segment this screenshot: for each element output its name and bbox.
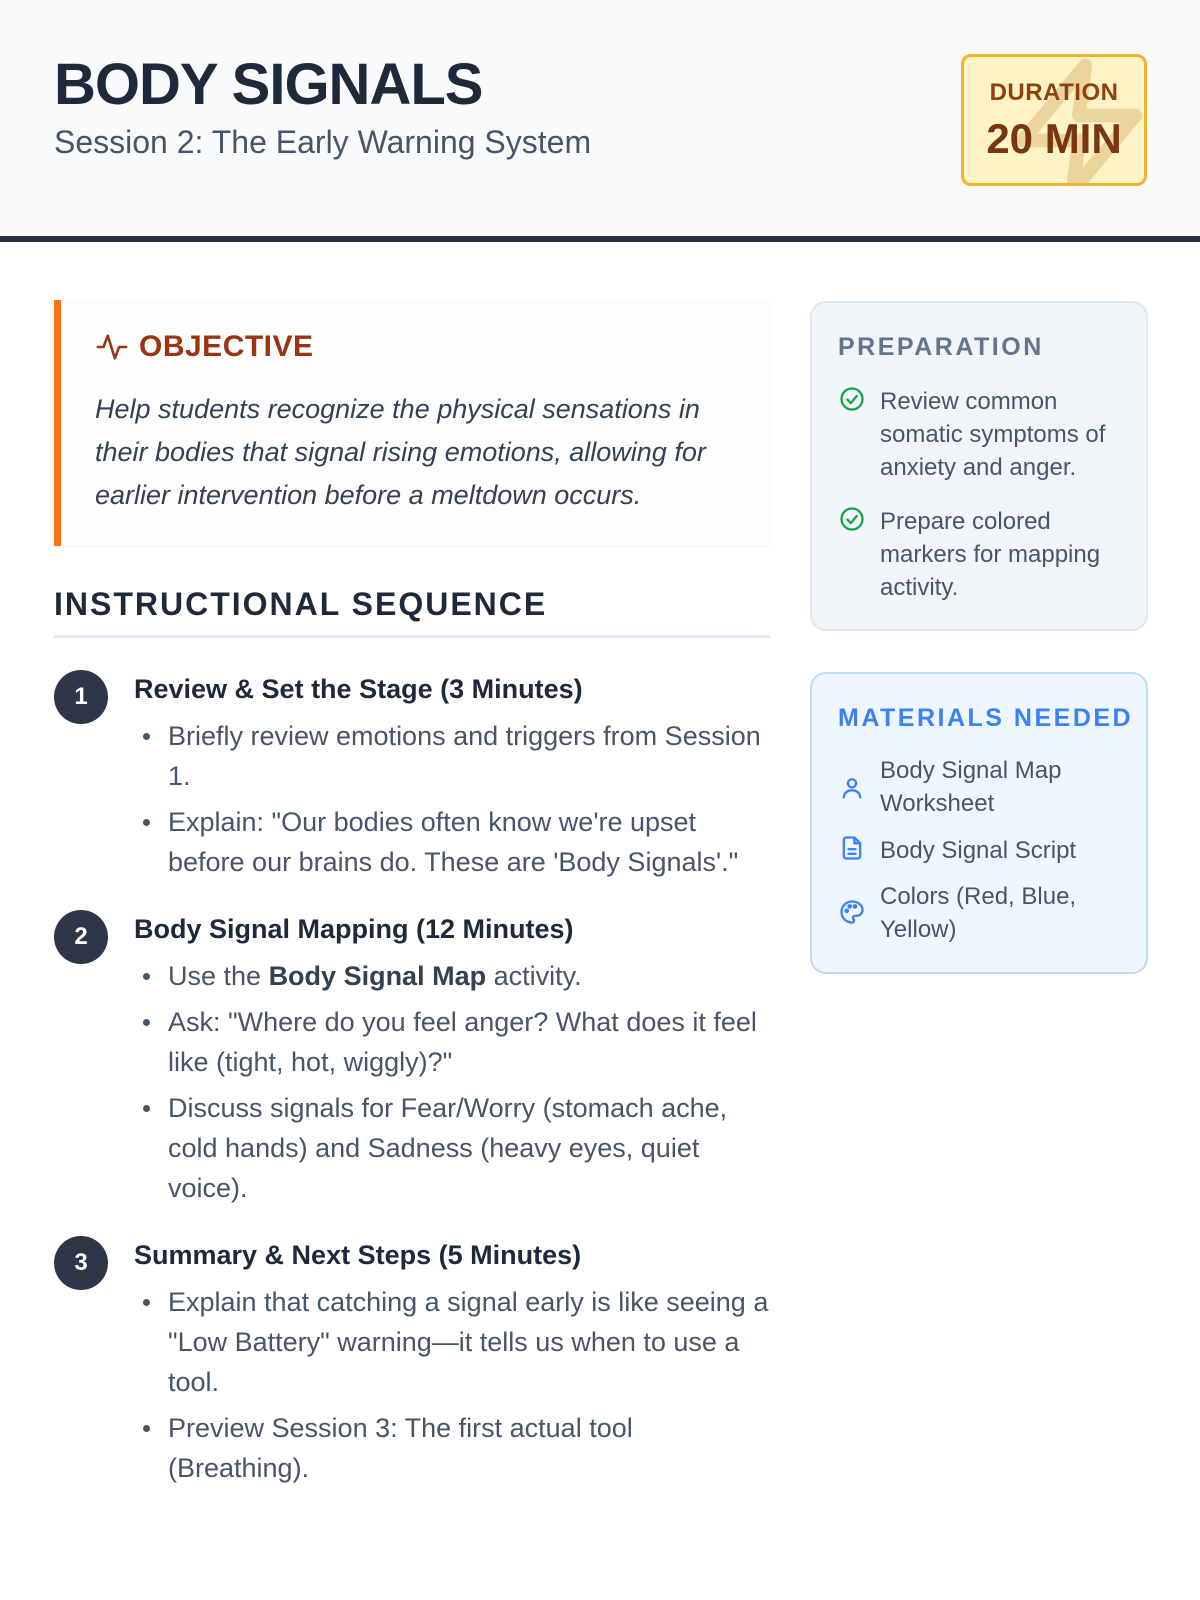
bullet-text: activity. xyxy=(486,961,582,991)
preparation-item-text: Prepare colored markers for mapping acti… xyxy=(880,508,1101,601)
page-title: BODY SIGNALS xyxy=(54,52,483,117)
pulse-icon xyxy=(96,334,128,360)
list-item: Briefly review emotions and triggers fro… xyxy=(134,716,774,796)
lightning-bolt-icon xyxy=(1015,58,1143,183)
objective-text: Help students recognize the physical sen… xyxy=(95,394,706,510)
duration-badge: DURATION 20 MIN xyxy=(961,54,1147,186)
page-subtitle: Session 2: The Early Warning System xyxy=(54,124,592,160)
materials-card: MATERIALS NEEDED Body Signal Map Workshe… xyxy=(810,672,1148,974)
materials-item: Body Signal Map Worksheet xyxy=(838,754,1138,820)
preparation-item: Review common somatic symptoms of anxiet… xyxy=(838,385,1138,484)
materials-item-text: Colors (Red, Blue, Yellow) xyxy=(880,883,1077,943)
bullet-bold-text: Body Signal Map xyxy=(268,961,487,991)
person-icon xyxy=(842,778,862,799)
list-item: Discuss signals for Fear/Worry (stomach … xyxy=(134,1088,774,1208)
list-item: Preview Session 3: The first actual tool… xyxy=(134,1408,774,1488)
duration-label: DURATION xyxy=(989,79,1119,106)
step-bullets: Explain that catching a signal early is … xyxy=(134,1282,774,1494)
list-item: Explain that catching a signal early is … xyxy=(134,1282,774,1402)
step-number: 1 xyxy=(54,670,108,724)
bullet-text: Use the xyxy=(168,961,269,991)
step-title: Summary & Next Steps (5 Minutes) xyxy=(134,1240,582,1270)
step-title: Body Signal Mapping (12 Minutes) xyxy=(134,914,574,944)
objective-heading: OBJECTIVE xyxy=(139,330,314,363)
preparation-card: PREPARATION Review common somatic sympto… xyxy=(810,301,1148,631)
step-number: 2 xyxy=(54,910,108,964)
step-title: Review & Set the Stage (3 Minutes) xyxy=(134,674,583,704)
materials-item: Colors (Red, Blue, Yellow) xyxy=(838,880,1138,946)
preparation-title: PREPARATION xyxy=(838,333,1044,361)
duration-value: 20 MIN xyxy=(986,115,1122,162)
list-item: Use the Body Signal Map activity. xyxy=(134,956,774,996)
preparation-item: Prepare colored markers for mapping acti… xyxy=(838,505,1138,604)
palette-icon xyxy=(840,900,864,924)
materials-item-text: Body Signal Script xyxy=(880,837,1077,864)
step-number: 3 xyxy=(54,1236,108,1290)
preparation-item-text: Review common somatic symptoms of anxiet… xyxy=(880,388,1106,481)
check-circle-icon xyxy=(840,387,864,411)
materials-item: Body Signal Script xyxy=(838,834,1138,867)
sequence-title: INSTRUCTIONAL SEQUENCE xyxy=(54,586,770,638)
list-item: Ask: "Where do you feel anger? What does… xyxy=(134,1002,774,1082)
list-item: Explain: "Our bodies often know we're up… xyxy=(134,802,774,882)
document-icon xyxy=(842,836,862,860)
step-bullets: Use the Body Signal Map activity. Ask: "… xyxy=(134,956,774,1214)
materials-title: MATERIALS NEEDED xyxy=(838,704,1134,732)
check-circle-icon xyxy=(840,507,864,531)
objective-heading-row: OBJECTIVE xyxy=(95,330,314,364)
step-bullets: Briefly review emotions and triggers fro… xyxy=(134,716,774,888)
header: BODY SIGNALS Session 2: The Early Warnin… xyxy=(0,0,1200,242)
materials-item-text: Body Signal Map Worksheet xyxy=(880,757,1062,817)
objective-box: OBJECTIVE Help students recognize the ph… xyxy=(54,300,770,546)
